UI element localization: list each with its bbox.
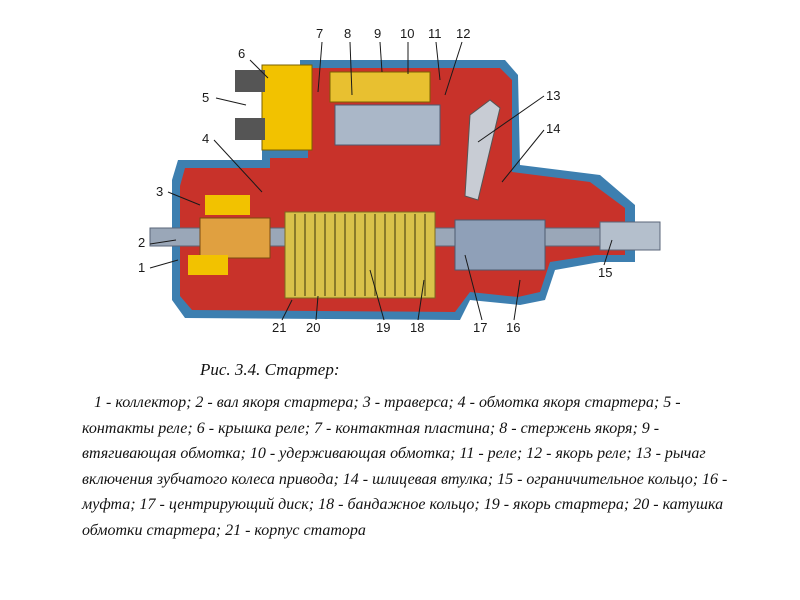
relay-core: [334, 104, 441, 146]
callout-16: 16: [506, 320, 520, 335]
relay-terminal-bottom: [235, 118, 265, 140]
callout-14: 14: [546, 121, 560, 136]
callout-3: 3: [156, 184, 163, 199]
starter-diagram: 6 7 8 9 10 11 12 13 14 5 4 3 2 1 15 21 2…: [138, 26, 661, 335]
callout-4: 4: [202, 131, 209, 146]
callout-1: 1: [138, 260, 145, 275]
callout-9: 9: [374, 26, 381, 41]
callout-18: 18: [410, 320, 424, 335]
winding-stripes: [294, 214, 426, 296]
callout-17: 17: [473, 320, 487, 335]
relay-winding: [329, 71, 431, 103]
figure-legend: 1 - коллектор; 2 - вал якоря стартера; 3…: [82, 394, 728, 539]
callout-12: 12: [456, 26, 470, 41]
callout-5: 5: [202, 90, 209, 105]
drive-lever: [464, 99, 501, 201]
callout-2: 2: [138, 235, 145, 250]
callout-21: 21: [272, 320, 286, 335]
leader-lines: [149, 41, 613, 321]
commutator: [199, 217, 271, 259]
callout-6: 6: [238, 46, 245, 61]
armature-winding: [284, 211, 436, 299]
callout-19: 19: [376, 320, 390, 335]
drive-pinion: [454, 219, 546, 271]
relay-cover: [261, 64, 313, 151]
callout-13: 13: [546, 88, 560, 103]
shaft-end: [599, 221, 661, 251]
figure-caption: Рис. 3.4. Стартер:: [200, 360, 340, 379]
callout-labels: 6 7 8 9 10 11 12 13 14 5 4 3 2 1 15 21 2…: [138, 26, 612, 335]
callout-8: 8: [344, 26, 351, 41]
callout-20: 20: [306, 320, 320, 335]
callout-15: 15: [598, 265, 612, 280]
brush-holder: [205, 195, 250, 215]
callout-7: 7: [316, 26, 323, 41]
callout-10: 10: [400, 26, 414, 41]
callout-11: 11: [428, 26, 442, 41]
relay-terminal-top: [235, 70, 265, 92]
end-bracket: [188, 255, 228, 275]
